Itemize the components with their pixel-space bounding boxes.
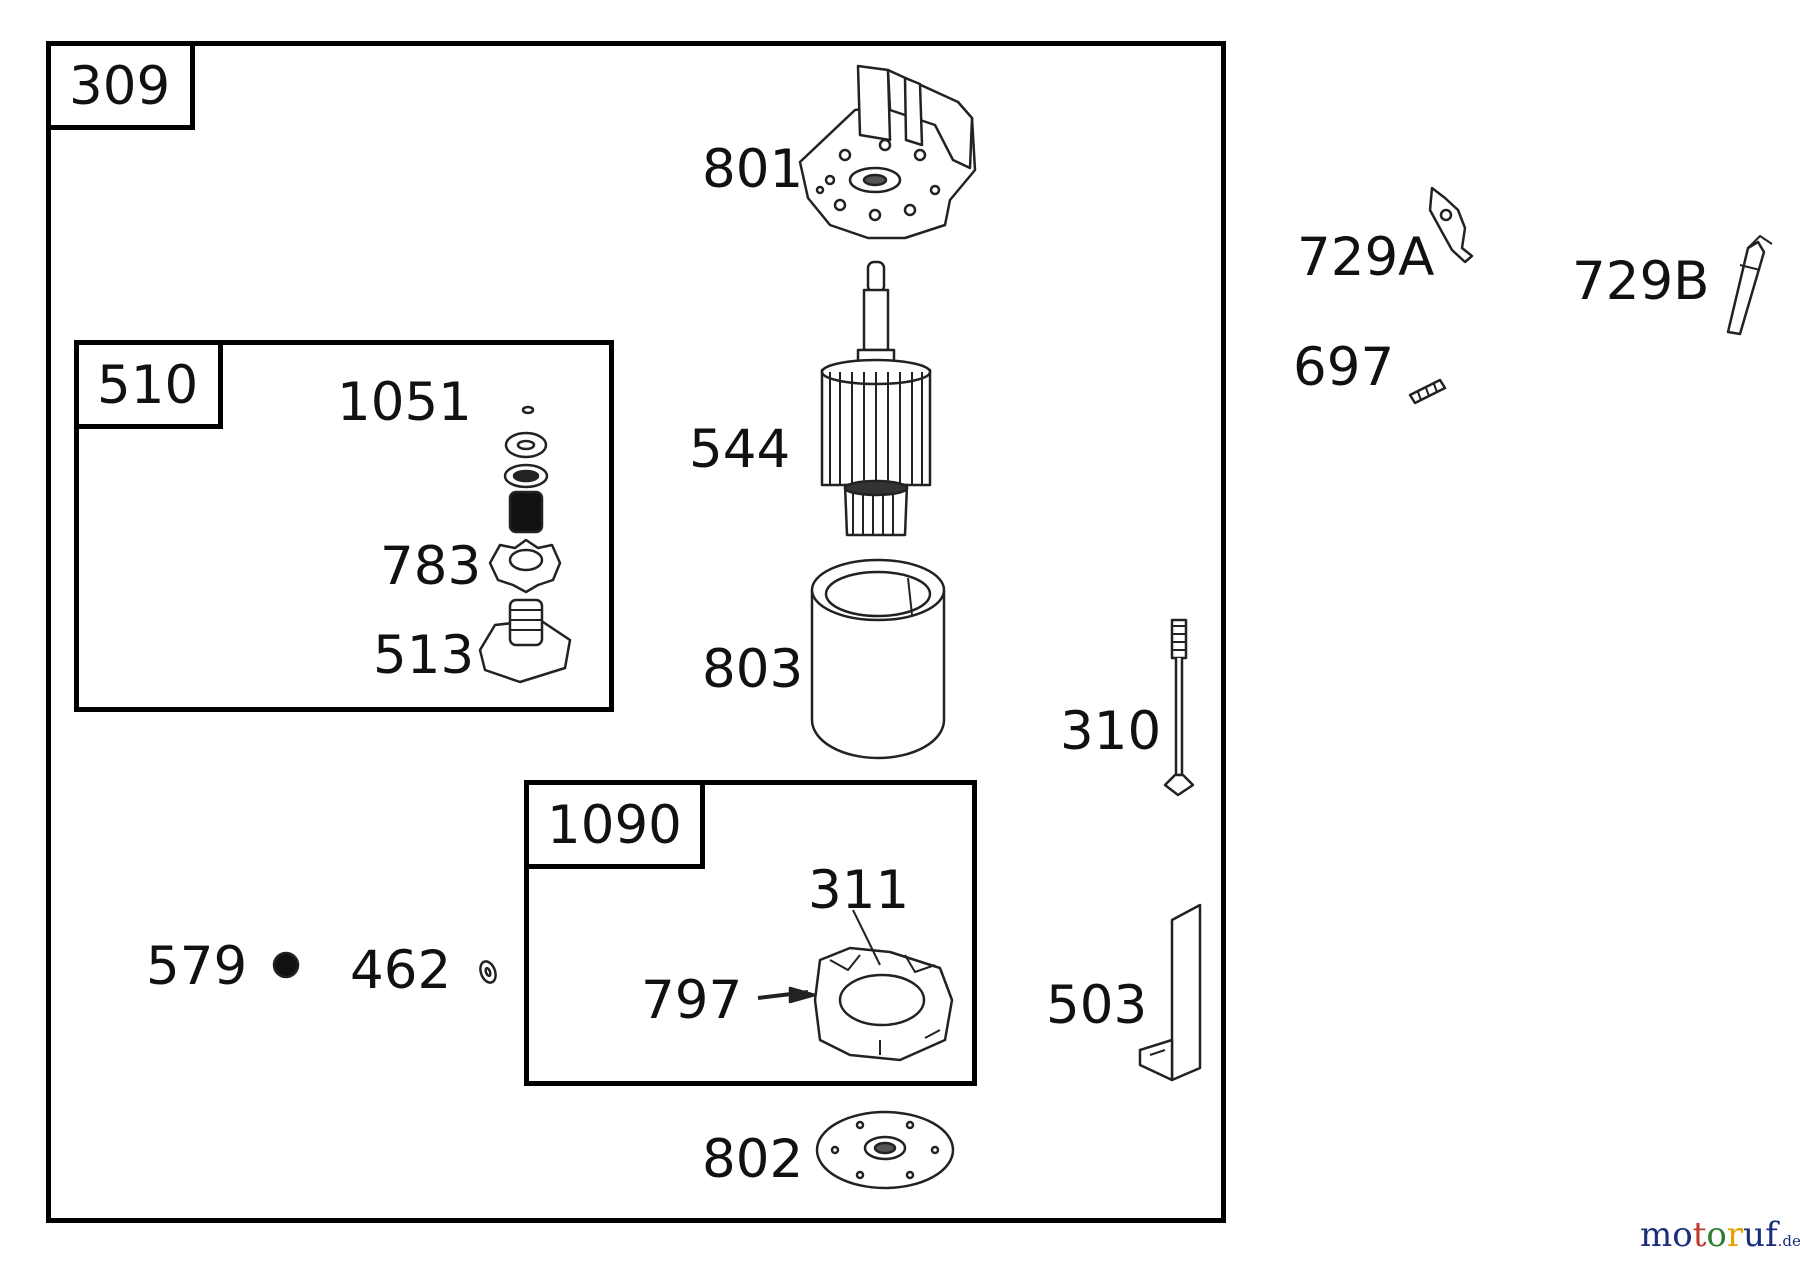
callout-697: 697 xyxy=(1293,337,1395,398)
callout-729B: 729B xyxy=(1572,251,1710,312)
group-309-frame: 309 xyxy=(46,41,1226,1223)
part-803-frame-drawing xyxy=(810,558,946,760)
callout-802: 802 xyxy=(702,1129,804,1190)
watermark-suffix: .de xyxy=(1777,1232,1800,1250)
callout-797: 797 xyxy=(641,970,743,1031)
callout-513: 513 xyxy=(373,625,475,686)
part-801-end-bracket-drawing xyxy=(798,64,977,240)
watermark-letter: m xyxy=(1640,1215,1673,1255)
group-309-tag: 309 xyxy=(51,46,195,130)
callout-503: 503 xyxy=(1046,975,1148,1036)
callout-462: 462 xyxy=(350,940,452,1001)
part-697-screw-drawing xyxy=(1408,378,1447,405)
part-513-drive-nut-drawing xyxy=(478,598,572,684)
watermark-letter: f xyxy=(1765,1215,1778,1255)
watermark-letter: u xyxy=(1743,1215,1766,1255)
part-311-brush-holder-drawing xyxy=(813,909,954,1062)
callout-310: 310 xyxy=(1060,701,1162,762)
part-797-brush-lead-drawing xyxy=(757,986,817,1004)
group-1090-frame: 1090 xyxy=(524,780,977,1086)
group-510-label: 510 xyxy=(97,355,199,416)
part-729B-terminal-drawing xyxy=(1726,235,1773,336)
group-1090-tag: 1090 xyxy=(529,785,705,869)
callout-1051: 1051 xyxy=(337,372,472,433)
callout-783: 783 xyxy=(380,536,482,597)
watermark-letter: r xyxy=(1726,1215,1744,1255)
part-503-bracket-drawing xyxy=(1138,903,1202,1082)
part-579-nut-drawing xyxy=(272,951,300,979)
part-310-through-bolt-drawing xyxy=(1163,618,1195,797)
part-1051-snap-ring-drawing xyxy=(503,405,549,534)
callout-544: 544 xyxy=(689,419,791,480)
group-510-tag: 510 xyxy=(79,345,223,429)
part-729A-terminal-drawing xyxy=(1428,186,1474,264)
part-802-end-cap-drawing xyxy=(815,1110,955,1190)
callout-311: 311 xyxy=(808,860,910,921)
group-1090-label: 1090 xyxy=(547,795,682,856)
part-544-armature-drawing xyxy=(820,260,932,537)
callout-803: 803 xyxy=(702,639,804,700)
watermark-letter: o xyxy=(1706,1215,1727,1255)
part-462-washer-drawing xyxy=(479,960,497,984)
watermark-letter: o xyxy=(1672,1215,1693,1255)
watermark-letter: t xyxy=(1692,1215,1707,1255)
callout-729A: 729A xyxy=(1297,227,1435,288)
part-783-pinion-gear-drawing xyxy=(488,538,562,594)
group-309-label: 309 xyxy=(69,56,171,117)
group-510-frame: 510 xyxy=(74,340,614,712)
callout-801: 801 xyxy=(702,139,804,200)
motoruf-watermark-logo: motoruf.de xyxy=(1640,1218,1800,1252)
callout-579: 579 xyxy=(146,936,248,997)
